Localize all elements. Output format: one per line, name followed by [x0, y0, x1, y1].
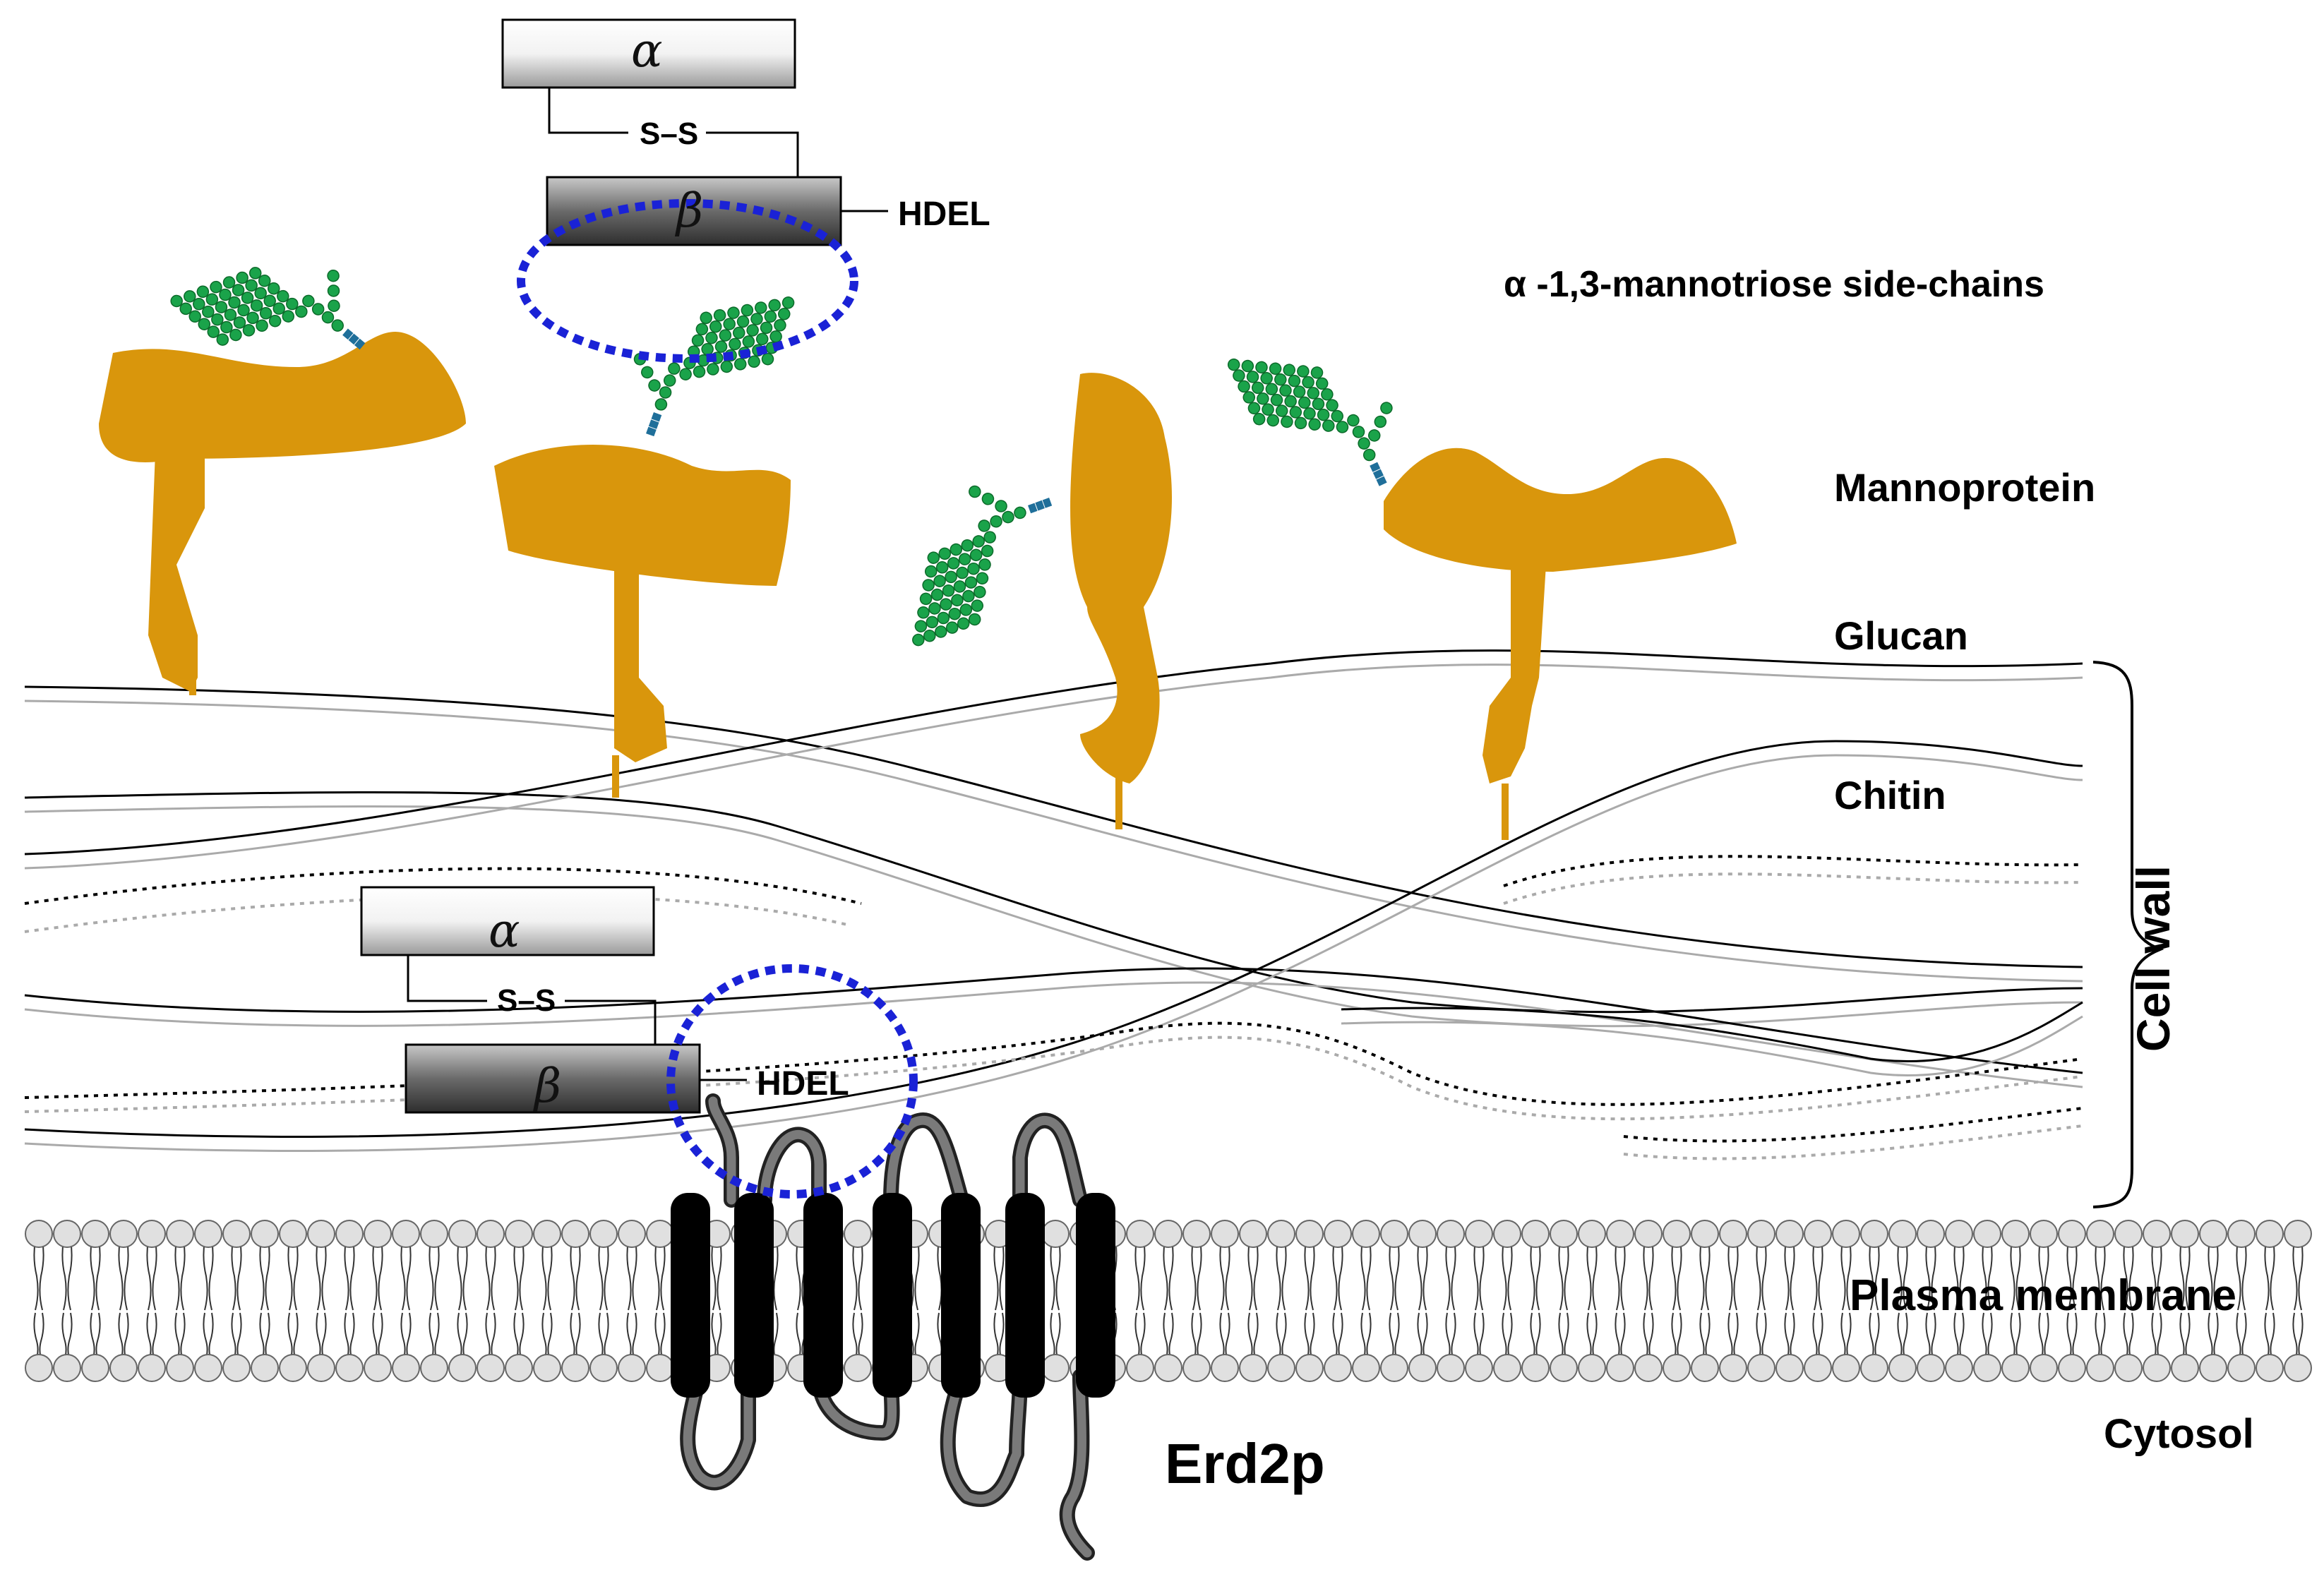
mannoproteins [99, 332, 1737, 840]
erd2p-receptor [671, 1093, 1115, 1561]
disulfide-bond-bottom [407, 955, 657, 1045]
beta-label-top: β [676, 184, 704, 238]
alpha-subunit-top [501, 18, 796, 89]
plasma-membrane-label: Plasma membrane [1850, 1271, 2236, 1320]
alpha-subunit-bottom [360, 886, 655, 956]
mannoprotein-3 [1070, 373, 1172, 829]
cytosol-label: Cytosol [2104, 1411, 2254, 1457]
alpha-label-bottom: α [489, 903, 520, 958]
erd2p-helices [671, 1193, 1115, 1398]
glucan-chitin-fibers [24, 649, 2083, 1160]
chitin-label: Chitin [1834, 773, 1946, 817]
mannoprotein-label: Mannoprotein [1834, 465, 2096, 510]
beta-label-bottom: β [534, 1059, 562, 1113]
cell-wall-brace [2092, 661, 2164, 1208]
binding-site-top [517, 199, 858, 363]
alpha-label-top: α [631, 23, 663, 78]
disulfide-bond-top [548, 88, 799, 177]
disulfide-label-top: S–S [640, 116, 699, 151]
mannoprotein-4 [1384, 448, 1737, 840]
side-chains-label: α -1,3-mannotriose side-chains [1504, 264, 2044, 305]
binding-site-bottom [666, 964, 918, 1199]
erd2p-label: Erd2p [1165, 1432, 1325, 1495]
disulfide-label-bottom: S–S [497, 983, 556, 1018]
beta-subunit-bottom [405, 1043, 701, 1114]
killer-toxin-top [501, 18, 888, 363]
mannotriose-side-chains [170, 267, 1393, 647]
killer-toxin-bottom [360, 886, 918, 1199]
plasma-membrane [25, 1218, 2312, 1387]
beta-subunit-top [546, 176, 842, 246]
erd2p-loops [680, 1093, 1095, 1561]
glucan-label: Glucan [1834, 613, 1968, 658]
cell-wall-label: Cell wall [2127, 865, 2179, 1052]
mannoprotein-2 [494, 445, 791, 798]
mannoprotein-1 [99, 332, 466, 695]
hdel-label-bottom: HDEL [757, 1065, 849, 1103]
hdel-label-top: HDEL [898, 196, 990, 233]
